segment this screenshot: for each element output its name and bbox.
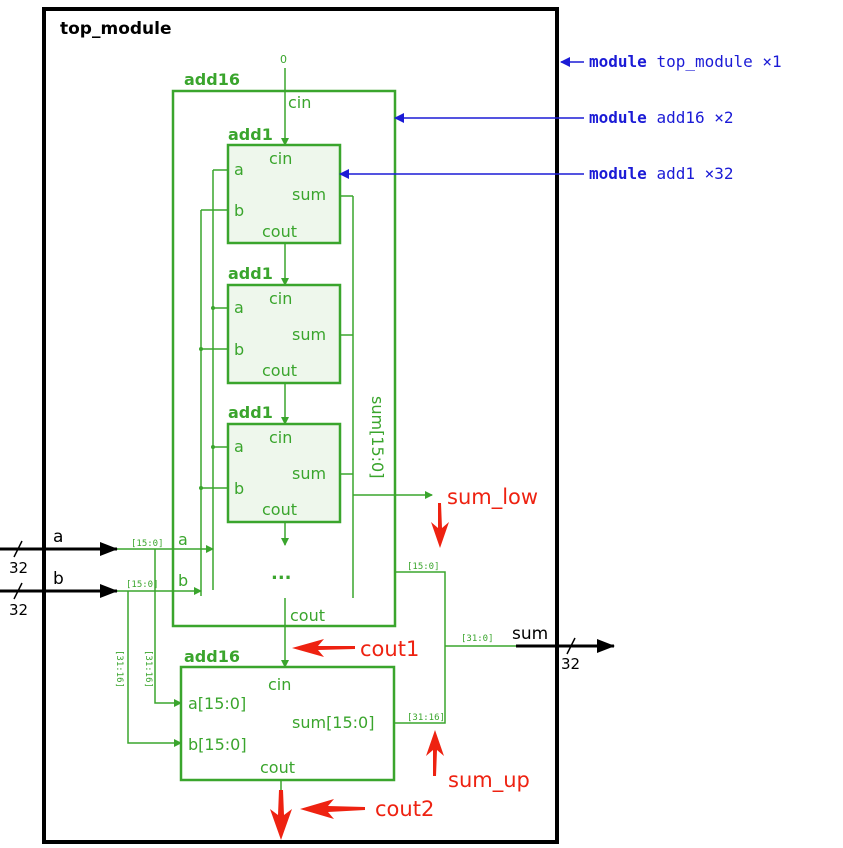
legend-keyword: module xyxy=(589,108,647,127)
slice-sum-low: [15:0] xyxy=(407,562,440,572)
slice-sum-high: [31:16] xyxy=(407,713,445,723)
upper-add16-b-label: b xyxy=(178,571,188,590)
add1-cell-box xyxy=(226,143,342,245)
port-sum-label: sum xyxy=(512,624,548,644)
add1-a: a xyxy=(234,437,244,456)
port-sum-width: 32 xyxy=(561,655,580,673)
legend-keyword: module xyxy=(589,52,647,71)
legend-name: add1 xyxy=(656,164,695,183)
add1-title: add1 xyxy=(228,403,273,422)
add1-cell-box xyxy=(226,283,342,385)
add1-cell-box xyxy=(226,422,342,524)
legend-name: add16 xyxy=(656,108,704,127)
slice-a-low: [15:0] xyxy=(131,539,164,549)
lower-add16-cout: cout xyxy=(260,758,295,777)
legend-item-top-module: module top_module ×1 xyxy=(589,52,782,71)
legend-count: ×32 xyxy=(705,164,734,183)
bus-dots xyxy=(199,306,215,490)
port-sum-width-tick xyxy=(566,637,576,655)
add1-title: add1 xyxy=(228,264,273,283)
add1-cell: add1 cin a sum b cout xyxy=(226,264,342,385)
sum-bus-label: sum[15:0] xyxy=(368,396,387,478)
a-high-wire xyxy=(154,549,182,707)
sum-bus xyxy=(340,195,433,598)
lower-add16-sum: sum[15:0] xyxy=(292,713,374,732)
cout2-down-arrow-icon xyxy=(270,790,292,840)
add1-cout: cout xyxy=(262,500,297,519)
add1-sum: sum xyxy=(292,325,326,344)
upper-add16-cout: cout xyxy=(290,606,325,625)
port-a-width-tick xyxy=(13,540,23,558)
add1-cin: cin xyxy=(269,149,292,168)
b-high-wire xyxy=(127,591,182,747)
annotation-cout2: cout2 xyxy=(375,797,434,821)
ellipsis: ... xyxy=(271,563,292,584)
legend-item-add1: module add1 ×32 xyxy=(589,164,734,183)
add1-sum: sum xyxy=(292,464,326,483)
add1-cell: add1 cin a sum b cout xyxy=(226,403,342,524)
slice-a-high: [31:16] xyxy=(143,650,153,688)
annotation-sum-up: sum_up xyxy=(448,768,530,793)
legend-name: top_module xyxy=(656,52,752,71)
add1-b: b xyxy=(234,340,244,359)
sum-low-route xyxy=(394,571,446,724)
add1-cout: cout xyxy=(262,361,297,380)
sum-low-arrow-icon xyxy=(431,503,449,548)
lower-add16-b: b[15:0] xyxy=(188,735,247,754)
add1-b: b xyxy=(234,479,244,498)
port-b-label: b xyxy=(53,569,64,589)
annotations: sum_low cout1 sum_up cout2 xyxy=(270,485,538,840)
legend: module top_module ×1 module add16 ×2 mod… xyxy=(339,52,782,183)
internal-a-bus xyxy=(212,169,228,590)
lower-add16-a: a[15:0] xyxy=(188,694,246,713)
slice-b-high: [31:16] xyxy=(114,650,124,688)
lower-add16-cin: cin xyxy=(268,675,291,694)
add1-cin: cin xyxy=(269,428,292,447)
add1-cout: cout xyxy=(262,222,297,241)
upper-add16-cin: cin xyxy=(288,93,311,112)
add1-cell: add1 cin a sum b cout xyxy=(226,125,342,245)
slice-sum-full: [31:0] xyxy=(461,634,494,644)
port-b-width-tick xyxy=(13,582,23,600)
upper-add16-title: add16 xyxy=(184,70,240,89)
upper-add16-box xyxy=(171,89,397,628)
add1-sum: sum xyxy=(292,185,326,204)
legend-count: ×2 xyxy=(714,108,733,127)
add1-b: b xyxy=(234,201,244,220)
legend-keyword: module xyxy=(589,164,647,183)
legend-count: ×1 xyxy=(762,52,781,71)
annotation-sum-low: sum_low xyxy=(447,485,538,510)
lower-add16-title: add16 xyxy=(184,647,240,666)
sum-up-arrow-icon xyxy=(426,730,444,776)
add1-a: a xyxy=(234,160,244,179)
add1-cin: cin xyxy=(269,289,292,308)
port-b-width: 32 xyxy=(9,601,28,619)
upper-add16-a-label: a xyxy=(178,530,188,549)
annotation-cout1: cout1 xyxy=(360,637,419,661)
port-a-width: 32 xyxy=(9,559,28,577)
legend-item-add16: module add16 ×2 xyxy=(589,108,734,127)
add1-a: a xyxy=(234,298,244,317)
cout1-arrow-icon xyxy=(292,639,355,657)
constant-zero: 0 xyxy=(280,53,287,66)
top-module-title: top_module xyxy=(60,19,172,39)
internal-b-bus xyxy=(200,209,228,596)
slice-b-low: [15:0] xyxy=(126,580,159,590)
add1-title: add1 xyxy=(228,125,273,144)
cout2-arrow-icon xyxy=(300,799,365,819)
port-a-label: a xyxy=(53,527,63,547)
